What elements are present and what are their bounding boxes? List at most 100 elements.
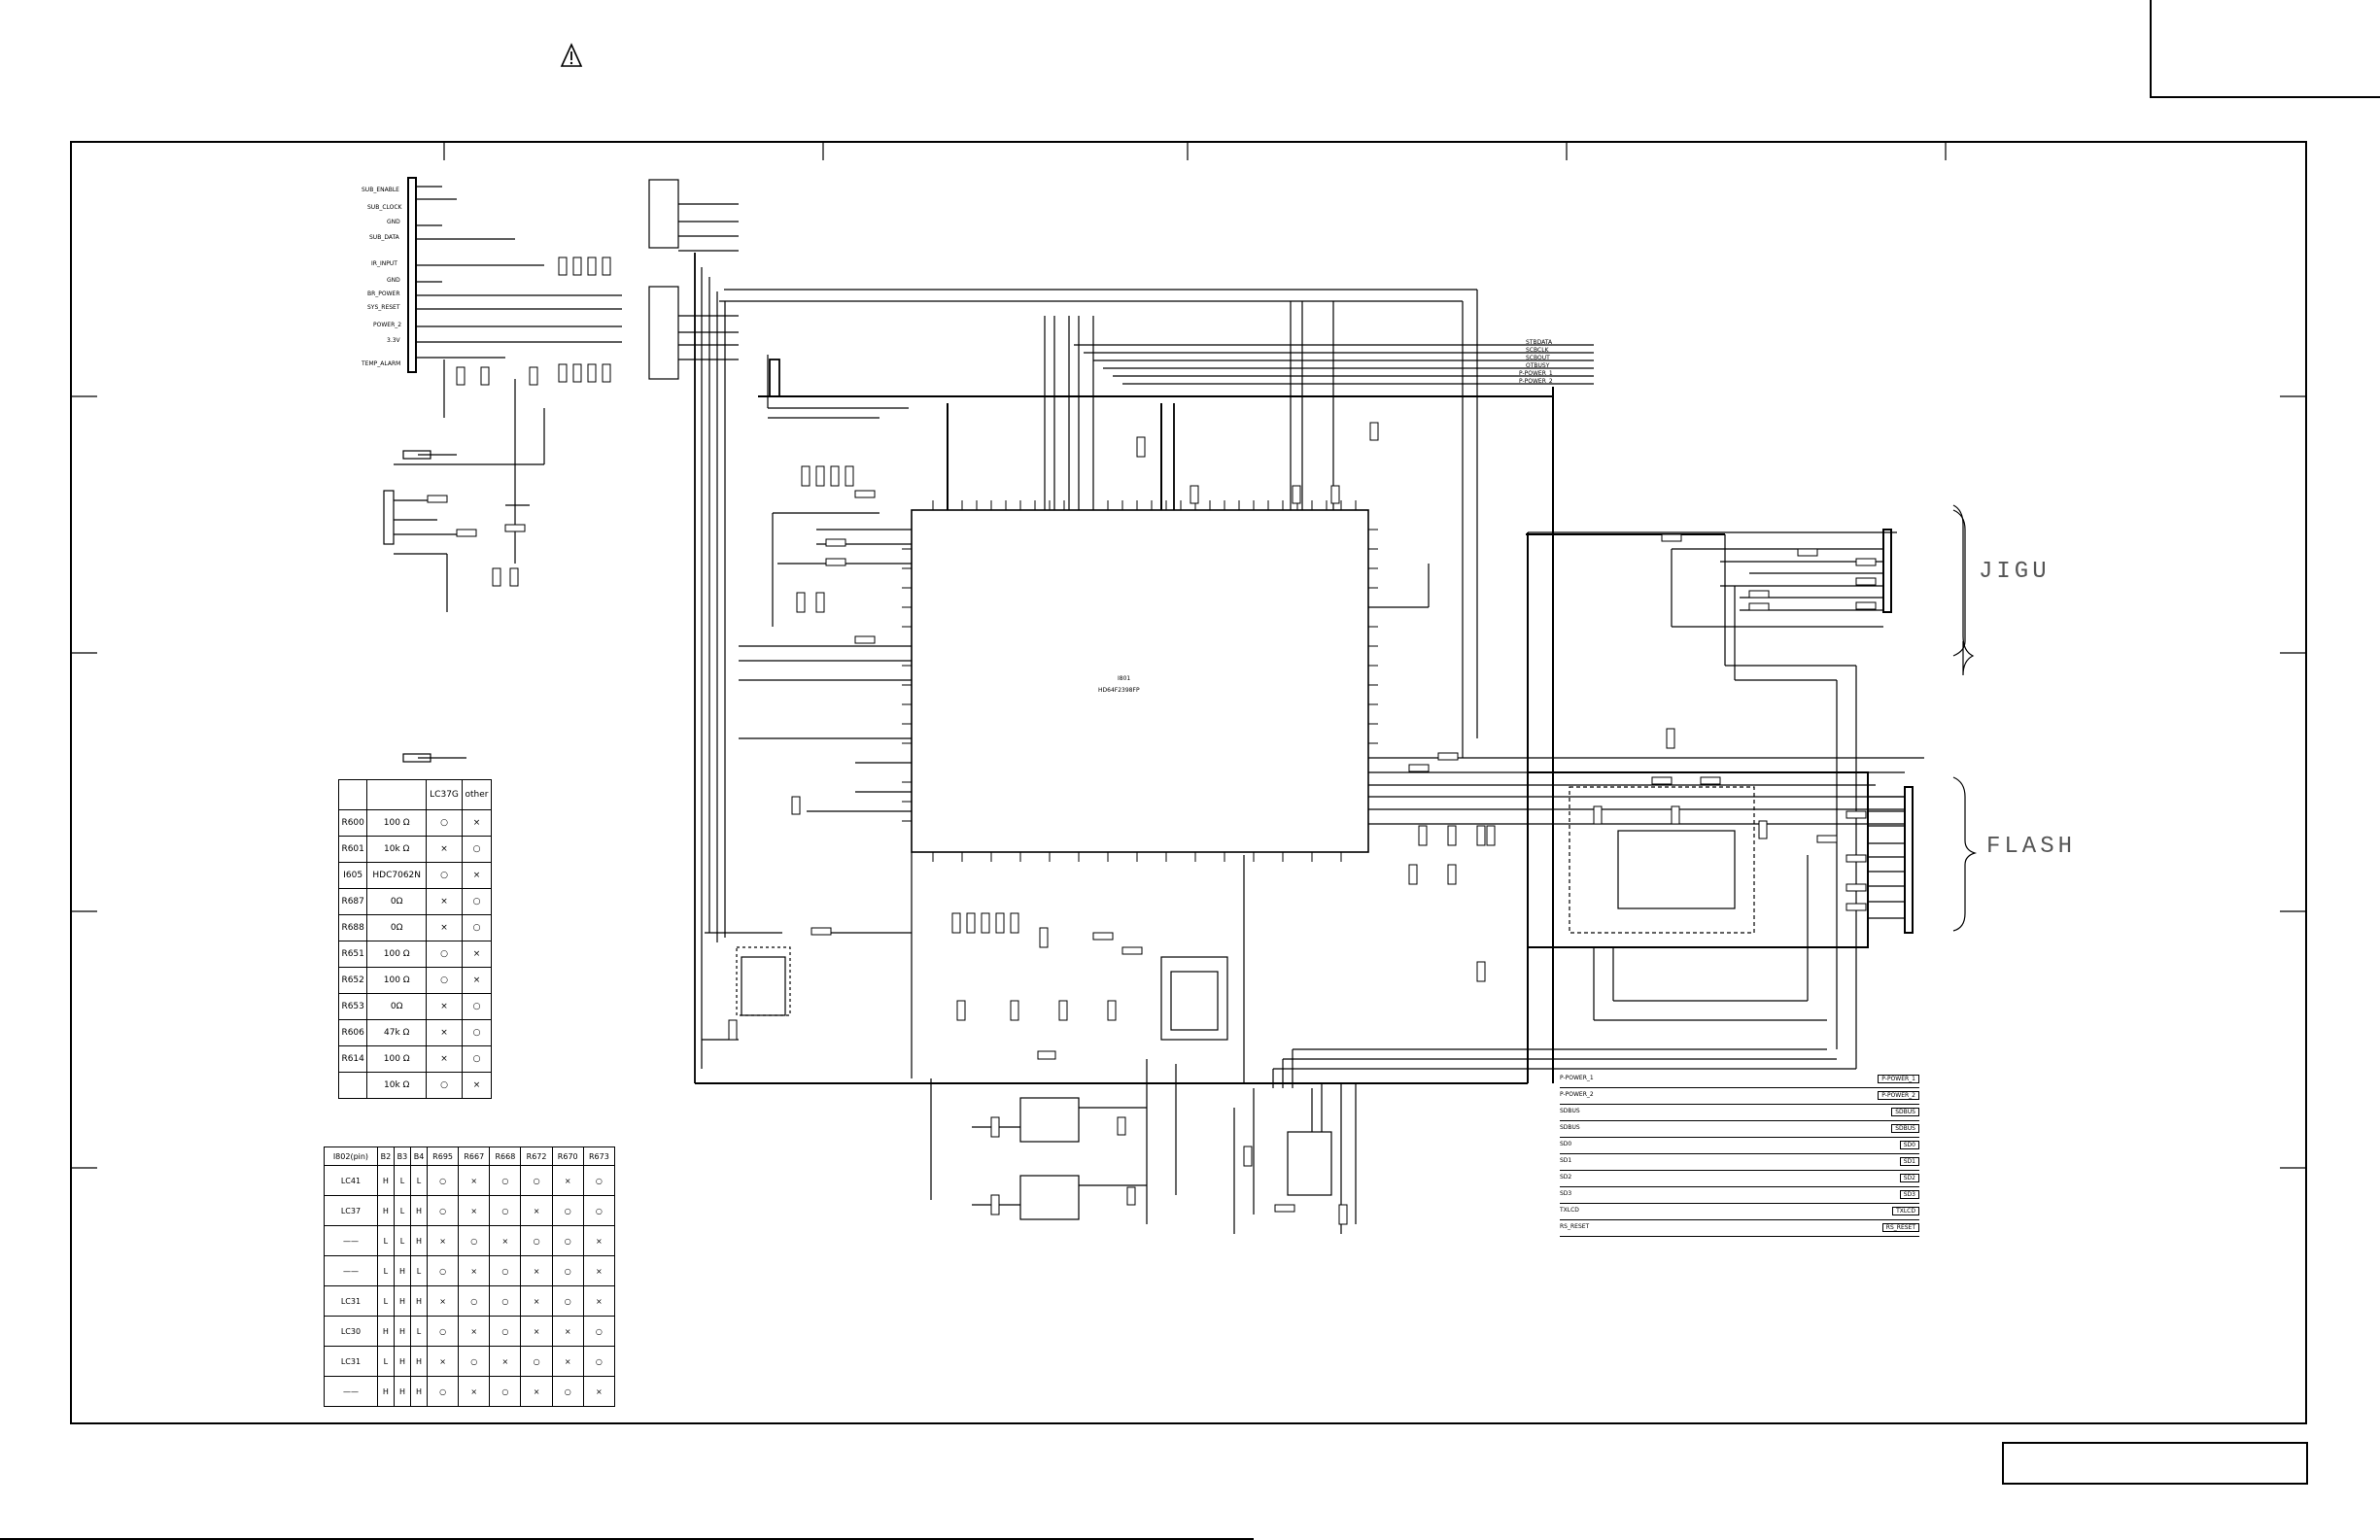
signal-name: TXLCD [1560, 1207, 1579, 1214]
table-symbol-cell: × [426, 888, 463, 915]
signal-tag: RS_RESET [1881, 1223, 1919, 1232]
model-name-cell: —— [324, 1376, 378, 1407]
table-cell: × [489, 1346, 522, 1377]
table-cell: × [582, 1225, 616, 1256]
table-cell: ○ [427, 1255, 460, 1286]
model-name-cell: LC31 [324, 1285, 378, 1317]
table-cell: ○ [489, 1316, 522, 1347]
title-block-box [2002, 1442, 2308, 1485]
table-header-cell: R667 [458, 1146, 491, 1166]
table-cell: 10k Ω [366, 1072, 428, 1099]
table-header-cell: R668 [489, 1146, 522, 1166]
table-cell: × [520, 1316, 553, 1347]
table-cell: H [376, 1316, 395, 1347]
table-cell: H [409, 1195, 429, 1226]
table-cell: × [551, 1316, 584, 1347]
table-header-cell: B4 [409, 1146, 429, 1166]
signal-tag: SDBUS [1891, 1108, 1919, 1116]
table-cell: × [582, 1376, 616, 1407]
table-symbol-cell: × [461, 862, 493, 889]
table-cell: 100 Ω [366, 809, 428, 837]
table-cell: ○ [551, 1255, 584, 1286]
warning-icon [560, 43, 583, 67]
table-header-cell [366, 779, 428, 810]
table-cell: × [520, 1195, 553, 1226]
svg-text:OTBUSY: OTBUSY [1526, 362, 1550, 369]
table-cell: L [409, 1255, 429, 1286]
table-symbol-cell: ○ [426, 967, 463, 994]
table-cell: ○ [458, 1225, 491, 1256]
table-cell: ○ [551, 1376, 584, 1407]
table-symbol-cell: ○ [461, 993, 493, 1020]
table-header-cell [337, 779, 368, 810]
signal-name: SD3 [1560, 1190, 1572, 1197]
model-name-cell: —— [324, 1225, 378, 1256]
signal-row: SD3 SD3 [1560, 1187, 1919, 1204]
svg-text:GND: GND [387, 219, 400, 225]
table-cell: ○ [427, 1195, 460, 1226]
signal-name: SDBUS [1560, 1124, 1580, 1131]
table-cell: 47k Ω [366, 1019, 428, 1046]
table-cell: R600 [337, 809, 368, 837]
table-cell: L [393, 1195, 411, 1226]
jigu-connector-label: JIGU [1979, 559, 2051, 585]
table-cell: L [409, 1316, 429, 1347]
model-name-cell: LC41 [324, 1165, 378, 1196]
table-symbol-cell: × [426, 914, 463, 941]
table-symbol-cell: ○ [461, 836, 493, 863]
table-cell: 10k Ω [366, 836, 428, 863]
table-cell: HDC7062N [366, 862, 428, 889]
table-cell: 0Ω [366, 914, 428, 941]
table-cell: R688 [337, 914, 368, 941]
table-symbol-cell: ○ [461, 914, 493, 941]
table-cell: ○ [458, 1285, 491, 1317]
table-cell: ○ [427, 1316, 460, 1347]
svg-text:STBDATA: STBDATA [1526, 339, 1553, 346]
table-cell: ○ [520, 1225, 553, 1256]
table-cell: × [458, 1316, 491, 1347]
table-cell: H [393, 1285, 411, 1317]
table-cell: × [427, 1225, 460, 1256]
table-cell: H [393, 1346, 411, 1377]
table-header-cell: R673 [582, 1146, 616, 1166]
table-cell: ○ [551, 1285, 584, 1317]
table-cell: H [393, 1255, 411, 1286]
table-cell: × [520, 1285, 553, 1317]
signal-tag: SD3 [1899, 1190, 1919, 1199]
table-cell: L [409, 1165, 429, 1196]
table-cell: ○ [427, 1376, 460, 1407]
table-cell: × [520, 1376, 553, 1407]
signal-name: SD2 [1560, 1174, 1572, 1181]
svg-text:HD64F2398FP: HD64F2398FP [1098, 687, 1140, 694]
table-cell: ○ [582, 1165, 616, 1196]
table-header-cell: R672 [520, 1146, 553, 1166]
table-cell: × [582, 1255, 616, 1286]
table-symbol-cell: × [461, 941, 493, 968]
table-cell: R652 [337, 967, 368, 994]
table-cell: L [376, 1346, 395, 1377]
signal-tag: P-POWER_1 [1878, 1075, 1919, 1083]
signal-name: RS_RESET [1560, 1223, 1590, 1230]
table-cell: H [409, 1285, 429, 1317]
table-cell: H [376, 1195, 395, 1226]
table-cell: × [458, 1195, 491, 1226]
table-cell: ○ [582, 1346, 616, 1377]
signal-tag: P-POWER_2 [1878, 1091, 1919, 1100]
table-cell: × [551, 1346, 584, 1377]
table-cell: H [376, 1376, 395, 1407]
svg-text:GND: GND [387, 277, 400, 284]
table-cell: × [582, 1285, 616, 1317]
